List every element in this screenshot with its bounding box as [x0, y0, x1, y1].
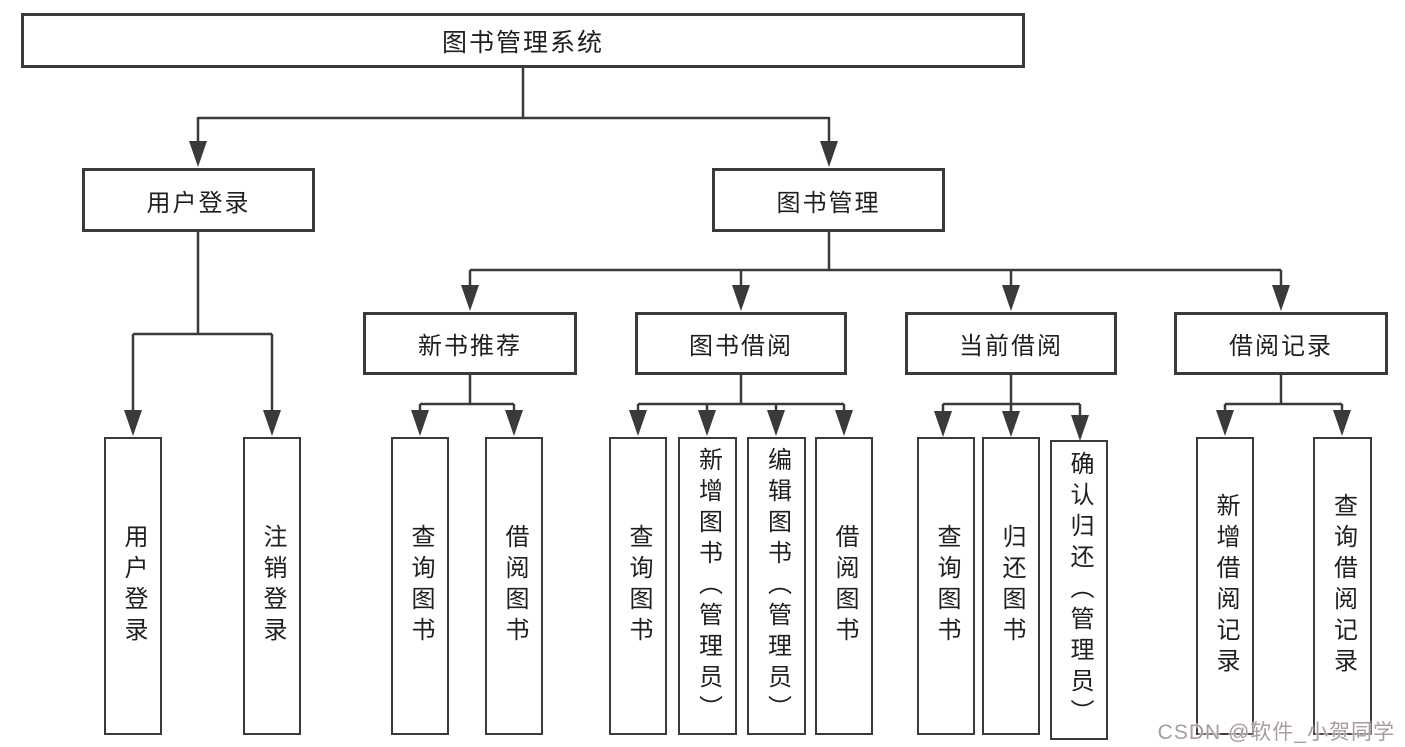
node-label: 当前借阅: [959, 333, 1063, 360]
node-label: 查询图书: [407, 524, 434, 648]
node-label: 用户登录: [146, 189, 251, 217]
leaf-records-query-record: 查询借阅记录: [1313, 437, 1372, 735]
node-current-borrow: 当前借阅: [905, 312, 1117, 375]
node-label: 归还图书: [998, 524, 1025, 648]
node-label: 图书借阅: [689, 333, 793, 360]
arrowhead: [835, 410, 853, 436]
arrowhead: [629, 410, 647, 436]
leaf-borrow-borrow-books: 借阅图书: [815, 437, 873, 735]
node-label: 确认归还（管理员）: [1066, 450, 1093, 730]
arrowhead: [732, 285, 750, 311]
node-label: 图书管理: [776, 189, 881, 217]
node-label: 查询图书: [933, 524, 960, 648]
node-borrow-records: 借阅记录: [1174, 312, 1388, 375]
node-label: 用户登录: [120, 524, 147, 648]
node-book-borrow: 图书借阅: [635, 312, 847, 375]
node-book-management: 图书管理: [712, 168, 945, 232]
arrowhead: [934, 411, 952, 437]
arrowhead: [1333, 410, 1351, 436]
arrowhead: [698, 410, 716, 436]
arrowhead: [1216, 410, 1234, 436]
leaf-records-add-record: 新增借阅记录: [1196, 437, 1254, 735]
node-library-system: 图书管理系统: [21, 13, 1025, 68]
node-label: 新增借阅记录: [1212, 493, 1239, 679]
leaf-user-login: 用户登录: [104, 437, 162, 735]
node-label: 借阅图书: [501, 524, 528, 648]
leaf-current-query-books: 查询图书: [917, 437, 975, 735]
arrowhead: [820, 141, 838, 167]
node-label: 查询借阅记录: [1329, 493, 1357, 679]
node-user-login: 用户登录: [82, 168, 315, 232]
csdn-watermark: CSDN @软件_小贺同学: [1157, 721, 1395, 744]
arrowhead: [1002, 285, 1020, 311]
node-label: 借阅记录: [1229, 333, 1333, 360]
node-label: 编辑图书（管理员）: [763, 446, 791, 726]
arrowhead: [767, 410, 785, 436]
arrowhead: [1071, 415, 1089, 441]
leaf-recommend-query-books: 查询图书: [391, 437, 449, 735]
arrowhead: [263, 410, 281, 436]
node-label: 借阅图书: [831, 524, 858, 648]
leaf-borrow-edit-books-admin: 编辑图书（管理员）: [747, 437, 806, 735]
arrowhead: [461, 285, 479, 311]
arrowhead: [189, 141, 207, 167]
arrowhead: [1002, 411, 1020, 437]
arrowhead: [1272, 285, 1290, 311]
leaf-current-confirm-return-admin: 确认归还（管理员）: [1050, 440, 1108, 740]
node-label: 图书管理系统: [441, 28, 604, 57]
arrowhead: [124, 410, 142, 436]
node-label: 新书推荐: [418, 333, 522, 360]
arrowhead: [505, 410, 523, 436]
node-new-book-recommend: 新书推荐: [363, 312, 577, 375]
leaf-borrow-query-books: 查询图书: [609, 437, 667, 735]
leaf-borrow-add-books-admin: 新增图书（管理员）: [678, 437, 737, 735]
leaf-current-return-books: 归还图书: [982, 437, 1040, 735]
leaf-recommend-borrow-books: 借阅图书: [485, 437, 543, 735]
node-label: 查询图书: [625, 524, 652, 648]
arrowhead: [411, 410, 429, 436]
leaf-logout: 注销登录: [243, 437, 301, 735]
node-label: 注销登录: [259, 524, 286, 648]
node-label: 新增图书（管理员）: [694, 446, 722, 726]
